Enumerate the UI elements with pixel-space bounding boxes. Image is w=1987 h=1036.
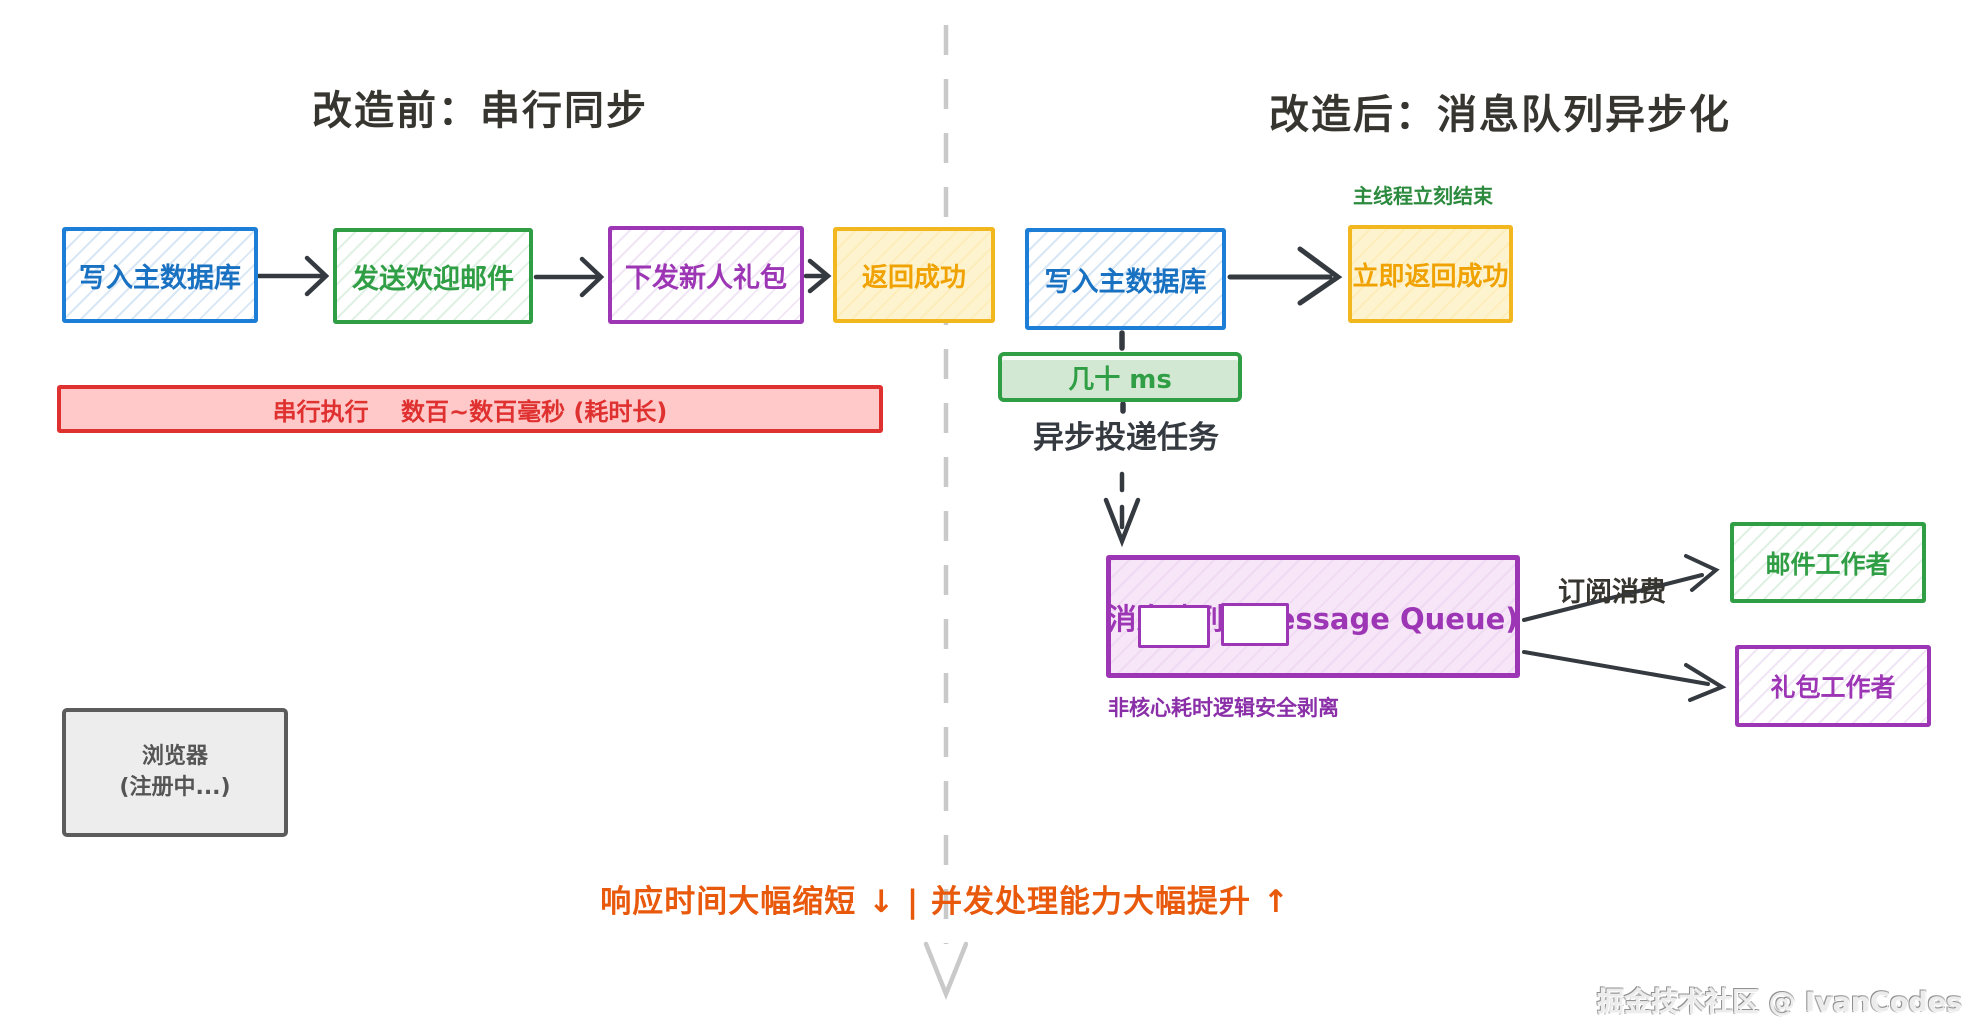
redaction-box-2	[1221, 603, 1289, 646]
dashed-arrow-to-queue-icon	[1103, 471, 1141, 548]
step-label: 发送欢迎邮件	[352, 263, 514, 295]
arrow-write-to-return-icon	[1227, 246, 1343, 306]
step-write-db-after: 写入主数据库	[1025, 228, 1226, 330]
latency-bar: 几十 ms	[998, 352, 1242, 402]
arrow-write-to-mail-icon	[256, 255, 330, 297]
queue-caption: 非核心耗时逻辑安全剥离	[1108, 696, 1339, 720]
step-label: 写入主数据库	[79, 262, 241, 294]
arrow-mail-to-gift-icon	[533, 256, 605, 298]
latency-label: 几十 ms	[1068, 364, 1172, 395]
step-write-db-before: 写入主数据库	[62, 227, 258, 323]
benefit-text: 响应时间大幅缩短 ↓ | 并发处理能力大幅提升 ↑	[600, 884, 1290, 920]
serial-duration-bar: 串行执行 数百~数百毫秒 (耗时长)	[57, 385, 883, 433]
thread-note: 主线程立刻结束	[1353, 184, 1493, 208]
mail-worker-box: 邮件工作者	[1730, 522, 1926, 603]
step-label: 返回成功	[861, 262, 966, 293]
subscribe-label: 订阅消费	[1558, 577, 1666, 608]
worker-label: 礼包工作者	[1770, 673, 1896, 702]
browser-label-line2: (注册中...)	[119, 774, 231, 800]
step-gift-pack: 下发新人礼包	[608, 226, 804, 324]
serial-duration-label: 串行执行 数百~数百毫秒 (耗时长)	[272, 397, 668, 426]
gift-worker-box: 礼包工作者	[1735, 645, 1931, 727]
dispatch-label: 异步投递任务	[1033, 420, 1219, 456]
browser-label-line1: 浏览器	[141, 743, 208, 769]
title-before: 改造前：串行同步	[312, 88, 648, 134]
step-label: 下发新人礼包	[625, 262, 787, 294]
step-label: 立即返回成功	[1352, 261, 1509, 292]
title-after: 改造后：消息队列异步化	[1269, 92, 1731, 138]
arrow-gift-to-success-icon	[803, 258, 832, 294]
redaction-box-1	[1138, 605, 1210, 648]
worker-label: 邮件工作者	[1765, 549, 1891, 579]
watermark-credit: 掘金技术社区 @ IvanCodes	[1597, 987, 1962, 1018]
step-send-mail: 发送欢迎邮件	[333, 228, 533, 324]
step-return-success-before: 返回成功	[833, 227, 995, 323]
divider-arrowhead-icon	[923, 941, 969, 1001]
line-subscribe-to-gift-worker-icon	[1522, 650, 1727, 702]
step-return-success-after: 立即返回成功	[1348, 225, 1513, 323]
step-label: 写入主数据库	[1044, 266, 1207, 298]
browser-box: 浏览器 (注册中...)	[62, 708, 288, 837]
